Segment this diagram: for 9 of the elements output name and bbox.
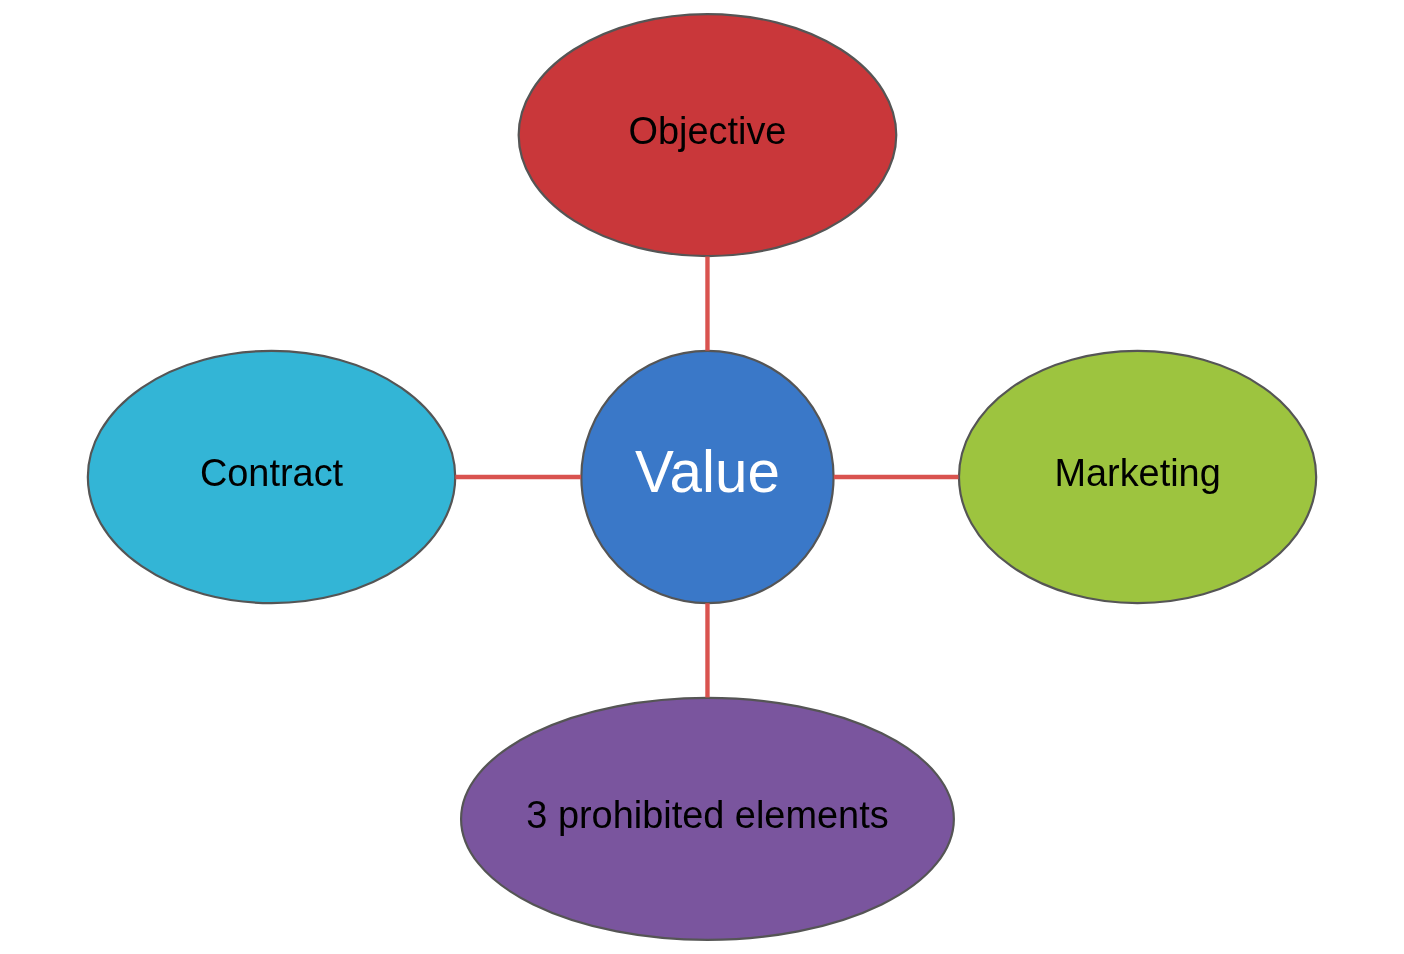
node-circle: Value bbox=[580, 349, 835, 605]
connector bbox=[705, 256, 710, 351]
node-ellipse: Objective bbox=[517, 13, 898, 258]
node-ellipse: 3 prohibited elements bbox=[459, 696, 955, 941]
connector bbox=[455, 474, 581, 480]
connector bbox=[833, 474, 959, 480]
connector bbox=[705, 603, 710, 698]
node-ellipse: Contract bbox=[86, 349, 457, 605]
node-ellipse: Marketing bbox=[957, 349, 1318, 605]
